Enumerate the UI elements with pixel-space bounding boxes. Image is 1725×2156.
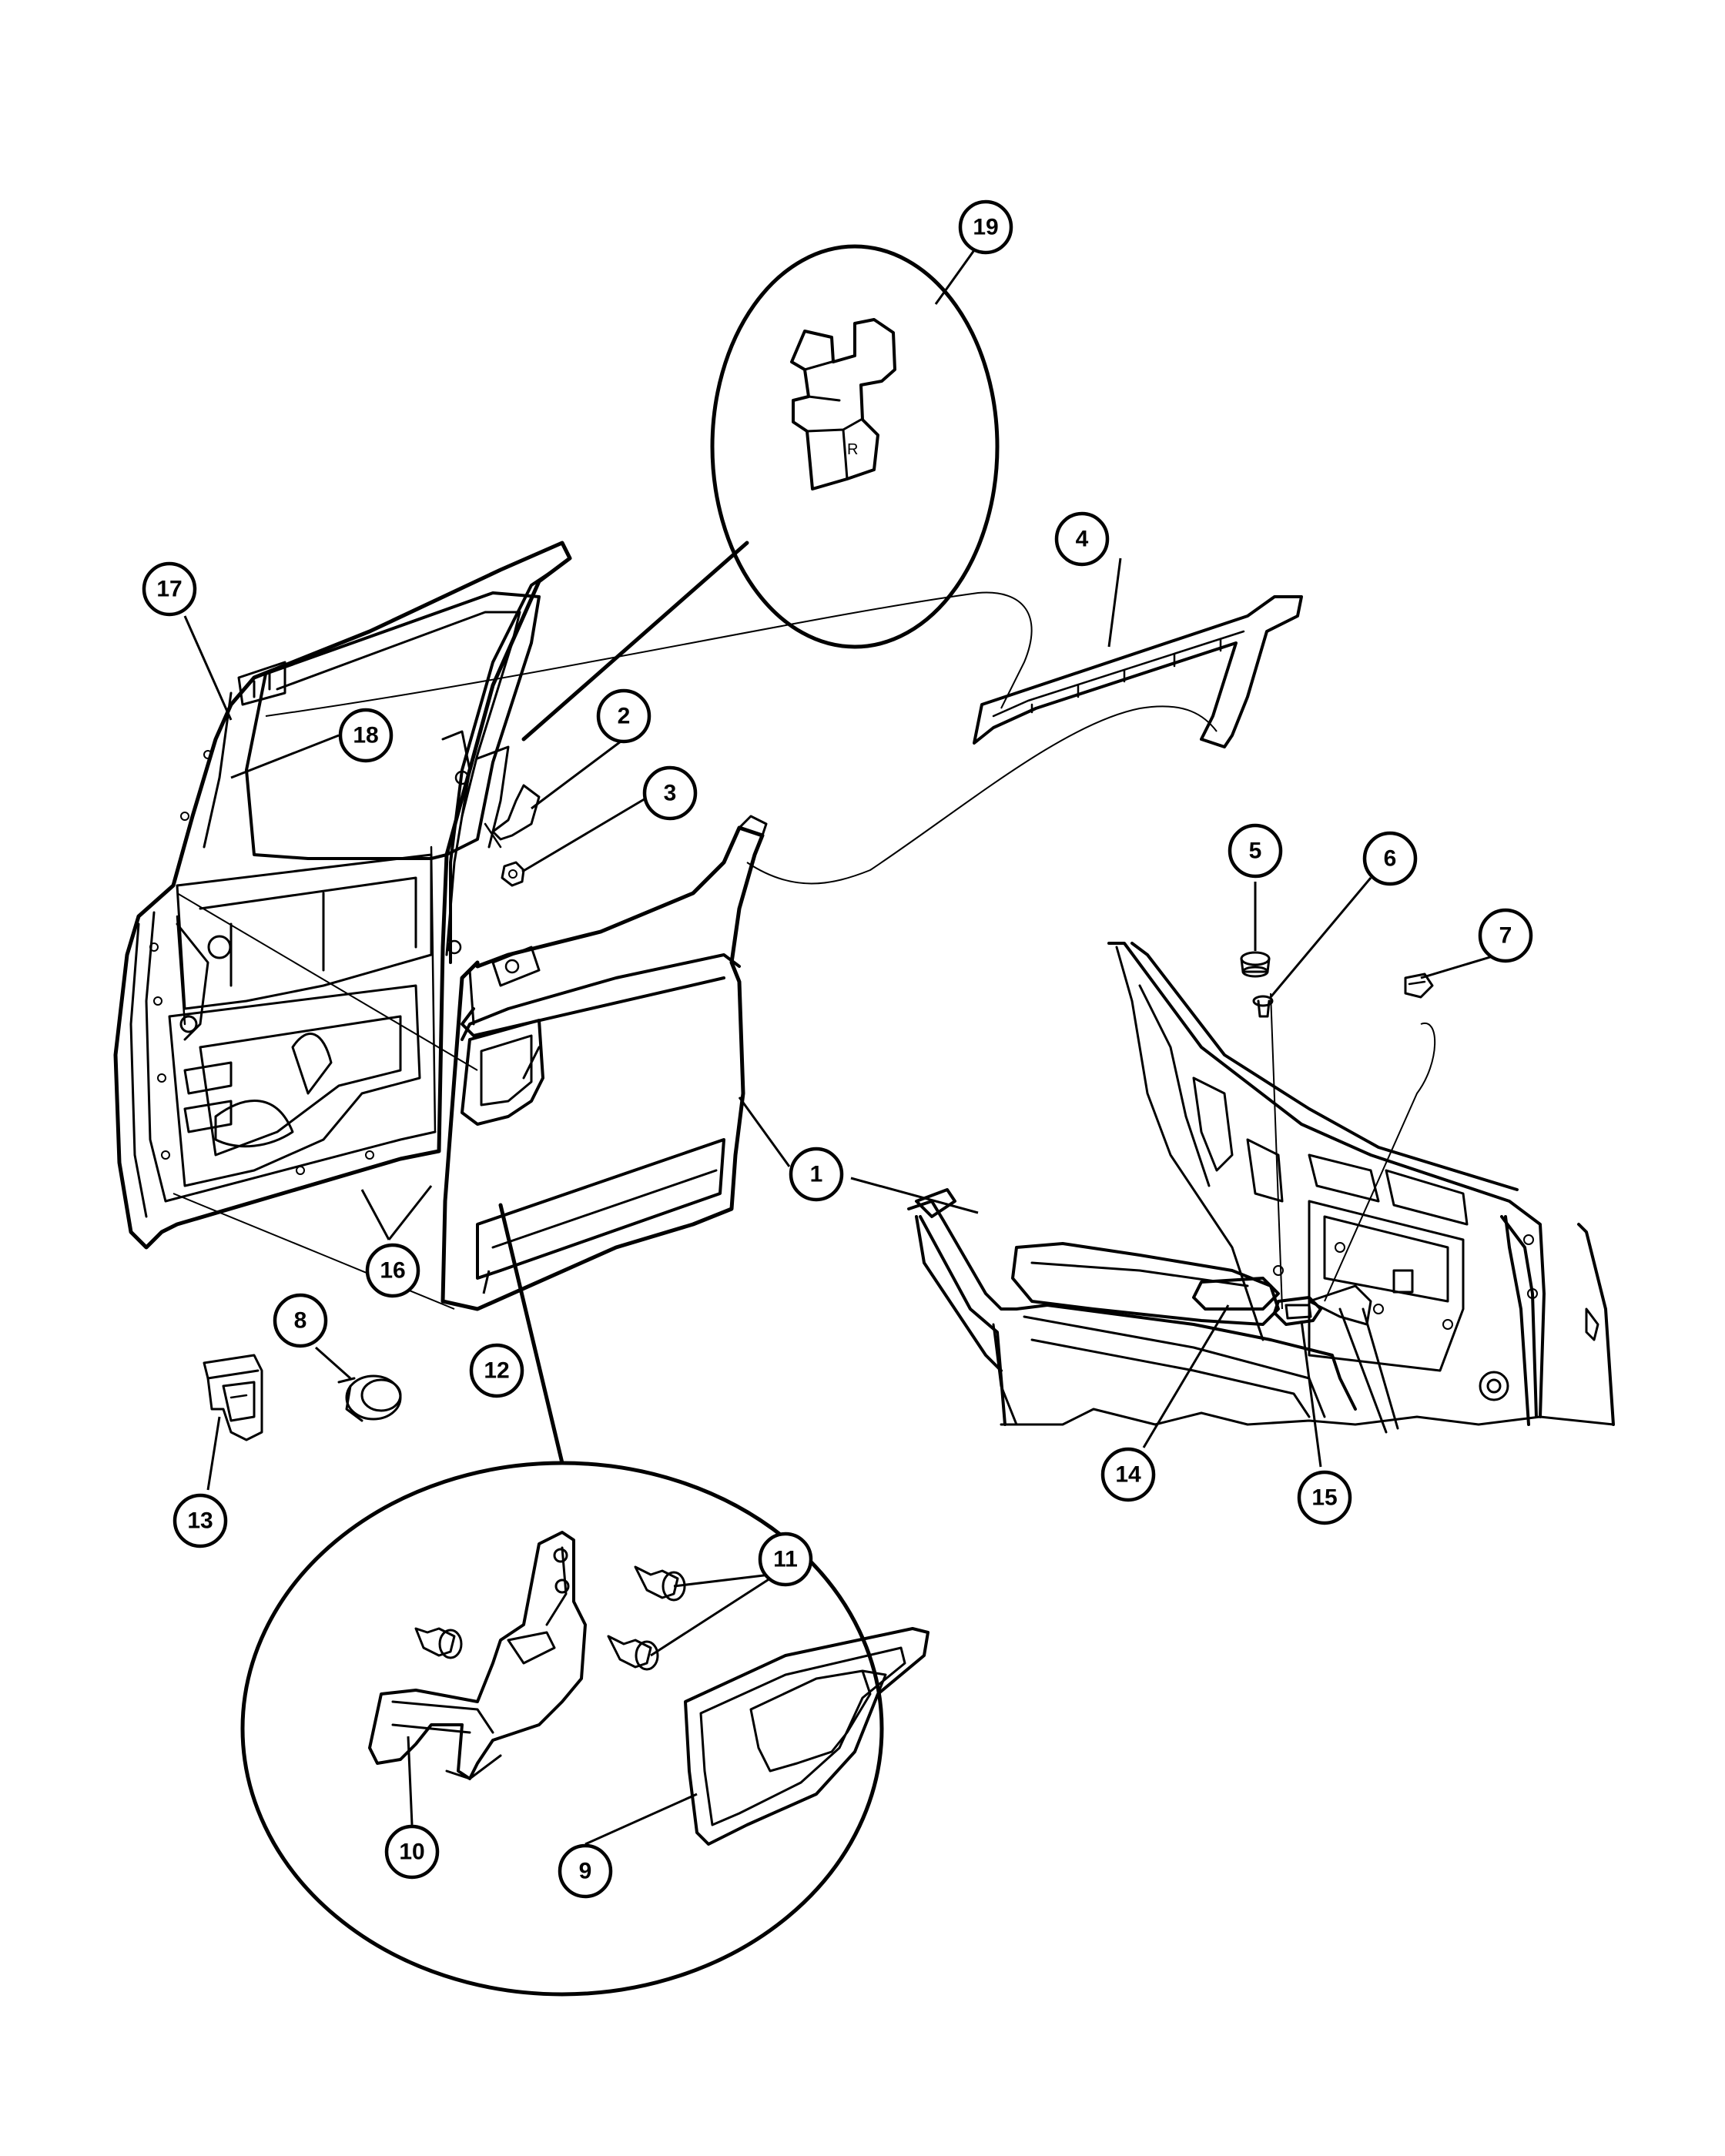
callout-11-label: 11 bbox=[773, 1547, 798, 1572]
callout-2: 2 bbox=[596, 688, 651, 744]
callout-3-label: 3 bbox=[664, 781, 677, 806]
door-rivets bbox=[149, 750, 374, 1175]
window-seal-strip bbox=[973, 595, 1303, 748]
retainer-clip-part bbox=[1404, 973, 1434, 999]
callout-2-label: 2 bbox=[618, 704, 631, 729]
callout-13: 13 bbox=[172, 1493, 228, 1548]
nut-part bbox=[501, 861, 525, 887]
callout-16: 16 bbox=[365, 1243, 420, 1298]
callout-1: 1 bbox=[789, 1147, 844, 1202]
callout-10-label: 10 bbox=[399, 1840, 424, 1865]
detail-circle-handle bbox=[240, 1203, 929, 1997]
door-plug-part bbox=[337, 1374, 402, 1422]
callout-3: 3 bbox=[642, 765, 698, 821]
callout-17-label: 17 bbox=[156, 577, 182, 602]
alignment-lines bbox=[172, 591, 1436, 1310]
callout-4: 4 bbox=[1054, 511, 1110, 567]
map-pocket-clip-part bbox=[203, 1354, 263, 1441]
callout-18: 18 bbox=[338, 708, 394, 763]
callout-16-label: 16 bbox=[380, 1258, 405, 1284]
callout-8-label: 8 bbox=[294, 1308, 307, 1334]
push-pin-part bbox=[1252, 995, 1274, 1018]
callout-9-label: 9 bbox=[579, 1859, 592, 1884]
callout-4-label: 4 bbox=[1076, 527, 1089, 552]
door-installed-view bbox=[907, 942, 1615, 1434]
detail-circle-bracket: R bbox=[521, 244, 1000, 742]
handle-bracket-part bbox=[368, 1531, 587, 1780]
callout-19-label: 19 bbox=[973, 215, 998, 240]
bracket-part: R bbox=[790, 318, 896, 490]
callout-5-label: 5 bbox=[1249, 839, 1262, 864]
callout-12-label: 12 bbox=[484, 1358, 509, 1384]
handle-bezel-part bbox=[684, 1627, 929, 1846]
callout-9: 9 bbox=[558, 1843, 613, 1899]
callout-18-label: 18 bbox=[353, 723, 378, 748]
callout-7: 7 bbox=[1478, 908, 1533, 963]
callout-15-label: 15 bbox=[1311, 1485, 1337, 1511]
clip-part bbox=[484, 784, 541, 849]
callout-14-label: 14 bbox=[1115, 1462, 1141, 1488]
callout-14: 14 bbox=[1100, 1447, 1156, 1502]
door-trim-panel bbox=[440, 815, 768, 1311]
callout-10: 10 bbox=[384, 1824, 440, 1880]
callout-11: 11 bbox=[758, 1532, 813, 1587]
leader-lines bbox=[183, 249, 1499, 1846]
callout-15: 15 bbox=[1297, 1470, 1352, 1525]
callout-17: 17 bbox=[142, 561, 197, 617]
callout-7-label: 7 bbox=[1499, 923, 1512, 949]
callout-5: 5 bbox=[1228, 823, 1283, 879]
bracket-side-mark: R bbox=[847, 441, 858, 458]
callout-6: 6 bbox=[1362, 831, 1418, 886]
callout-19: 19 bbox=[958, 199, 1013, 255]
callout-8: 8 bbox=[273, 1293, 328, 1348]
callout-12: 12 bbox=[469, 1343, 524, 1398]
callout-6-label: 6 bbox=[1384, 846, 1397, 872]
plug-part bbox=[1240, 951, 1271, 978]
callout-1-label: 1 bbox=[810, 1162, 823, 1187]
door-inner-frame bbox=[113, 541, 572, 1250]
callout-13-label: 13 bbox=[187, 1508, 213, 1534]
